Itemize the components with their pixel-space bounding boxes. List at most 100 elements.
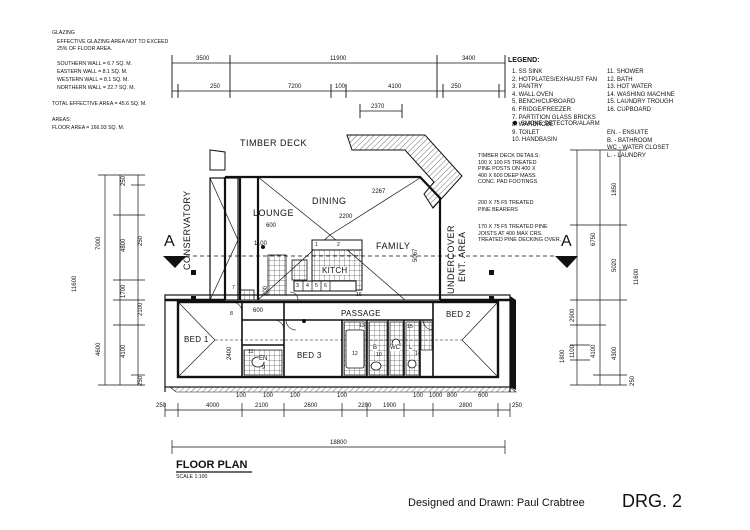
dim-label: 200 xyxy=(263,285,269,296)
deck-details-3: 170 X 75 F5 TREATED PINE JOISTS AT 400 M… xyxy=(478,224,561,244)
room-undercover: UNDERCOVER xyxy=(446,224,456,294)
dim-label: 1900 xyxy=(383,403,397,409)
glazing-wall-north: NORTHERN WALL = 22.7 SQ. M. xyxy=(57,85,136,91)
legend-abbrev-item: L. - LAUNDRY xyxy=(607,152,646,159)
dim-label: 2900 xyxy=(570,308,576,322)
dim-label: 2800 xyxy=(459,403,473,409)
fixture-number: 10 xyxy=(376,352,382,358)
deck-detail-line: CONC. PAD FOOTINGS xyxy=(478,179,538,186)
legend-item: 3. PANTRY xyxy=(512,84,543,91)
deck-detail-line: PINE POSTS ON 400 X xyxy=(478,166,536,173)
room-timber-deck: TIMBER DECK xyxy=(240,138,308,148)
kitchen-area xyxy=(239,239,363,301)
room-laundry: L xyxy=(409,345,413,351)
deck-detail-line: 400 X 600 DEEP MASS xyxy=(478,172,536,179)
fixture-number: 15 xyxy=(407,324,413,330)
legend-abbrev-item: WC - WATER CLOSET xyxy=(607,145,669,152)
legend-item: 2. HOTPLATES/EXHAUST FAN xyxy=(512,76,598,83)
room-bed1: BED 1 xyxy=(184,335,209,344)
deck-detail-line: TREATED PINE DECKING OVER. xyxy=(478,237,562,244)
legend-item: 14. WASHING MACHINE xyxy=(607,91,675,98)
dim-label: 2100 xyxy=(138,302,144,316)
legend-smoke-label: SMOKE DETECTOR/ALARM xyxy=(521,121,600,127)
dim-label: 4100 xyxy=(121,344,127,358)
fixture-number: 14 xyxy=(415,351,421,357)
dim-label: 4800 xyxy=(121,238,127,252)
fixture-number: 3 xyxy=(296,283,299,289)
section-mark-right: A xyxy=(561,233,572,250)
dim-label: 3500 xyxy=(196,56,210,62)
deck-detail-line: 200 X 75 F5 TREATED xyxy=(478,200,534,206)
legend-item: 5. BENCH/CUPBOARD xyxy=(512,99,576,106)
dim-label: 2267 xyxy=(372,189,386,195)
legend-item: 7. PARTITION GLASS BRICKS xyxy=(512,114,596,121)
dim-label: 11600 xyxy=(72,275,78,292)
dim-label: 3400 xyxy=(462,56,476,62)
dim-label: 250 xyxy=(156,403,167,409)
dim-label: 1850 xyxy=(612,182,618,196)
fixture-number: 11 xyxy=(248,349,254,355)
section-mark-left: A xyxy=(164,233,175,250)
dim-label: 600 xyxy=(478,393,489,399)
legend-title: LEGEND: xyxy=(508,57,540,64)
room-family: FAMILY xyxy=(376,241,411,251)
dim-label: 2200 xyxy=(339,214,353,220)
glazing-total: TOTAL EFFECTIVE AREA = 45.6 SQ. M. xyxy=(52,101,147,107)
legend-item: 16. CUPBOARD xyxy=(607,106,652,113)
dim-label: 7200 xyxy=(288,84,302,90)
fixture-number: 16 xyxy=(356,292,362,298)
fixture-number: 4 xyxy=(306,283,309,289)
dim-label: 250 xyxy=(121,175,127,186)
legend-col2: 11. SHOWER 12. BATH 13. HOT WATER 14. WA… xyxy=(607,69,675,115)
dim-label: 250 xyxy=(138,235,144,246)
legend-item: 8. WARDROBE xyxy=(512,122,554,129)
dim-label: 1800 xyxy=(560,349,566,363)
room-ensuite: EN xyxy=(259,356,268,362)
dim-label: 250 xyxy=(512,403,523,409)
dim-label: 11600 xyxy=(634,268,640,285)
dim-label: 250 xyxy=(138,375,144,386)
areas-title: AREAS: xyxy=(52,117,72,123)
glazing-note-2: 25% OF FLOOR AREA. xyxy=(57,46,113,52)
fixture-number: 12 xyxy=(352,351,358,357)
dim-label: 7000 xyxy=(96,236,102,250)
dim-label: 1000 xyxy=(429,393,443,399)
designer-credit: Designed and Drawn: Paul Crabtree xyxy=(408,497,585,509)
lower-walls xyxy=(165,298,510,379)
fixture-number: 2 xyxy=(337,242,340,248)
room-passage: PASSAGE xyxy=(341,309,381,318)
deck-detail-line: JOISTS AT 400 MAX CRS. xyxy=(478,230,543,237)
room-bathroom: B xyxy=(373,345,378,351)
legend-abbrev-item: EN. - ENSUITE xyxy=(607,130,649,136)
dim-label: 4100 xyxy=(388,84,402,90)
dim-label: 600 xyxy=(266,223,277,229)
legend-col1: 1. SS SINK 2. HOTPLATES/EXHAUST FAN 3. P… xyxy=(512,69,597,145)
dim-label: 4300 xyxy=(612,346,618,360)
dim-label: 4000 xyxy=(206,403,220,409)
legend-item: 11. SHOWER xyxy=(607,69,644,75)
deck-detail-line: 170 X 75 F5 TREATED PINE xyxy=(478,224,548,230)
deck-detail-line: PINE BEARERS xyxy=(478,206,518,213)
dim-label: 100 xyxy=(337,393,348,399)
dim-label: 100 xyxy=(263,393,274,399)
dim-label: 100 xyxy=(290,393,301,399)
floor-area: FLOOR AREA = 166.93 SQ. M. xyxy=(52,125,125,131)
dim-label: 600 xyxy=(253,308,264,314)
deck-detail-line: TIMBER DECK DETAILS: xyxy=(478,153,540,159)
dim-label: 4100 xyxy=(591,344,597,358)
dim-label: 11900 xyxy=(330,56,347,62)
glazing-wall-south: SOUTHERN WALL = 6.7 SQ. M. xyxy=(57,61,132,67)
fixture-number: 1 xyxy=(315,242,318,248)
dim-label: 2370 xyxy=(371,104,385,110)
dim-label: 5067 xyxy=(413,248,419,262)
deck-details-1: TIMBER DECK DETAILS: 100 X 100 F5 TREATE… xyxy=(478,153,540,186)
glazing-title: GLAZING xyxy=(52,30,75,36)
room-bed3: BED 3 xyxy=(297,351,322,360)
legend-item: 13. HOT WATER xyxy=(607,84,653,91)
plan-title: FLOOR PLAN xyxy=(176,459,248,471)
dim-label: 100 xyxy=(236,393,247,399)
dim-label: 2200 xyxy=(358,403,372,409)
fixture-number: 8 xyxy=(230,311,233,317)
drawing-number: DRG. 2 xyxy=(622,491,683,511)
dim-label: 100 xyxy=(413,393,424,399)
